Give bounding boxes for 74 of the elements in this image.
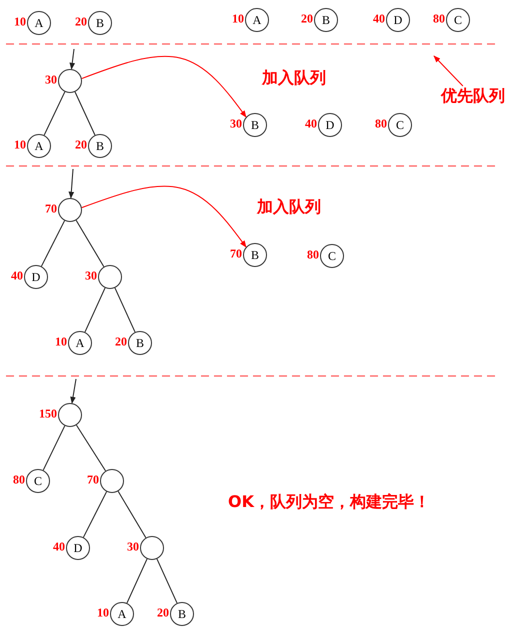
annotation-text: 优先队列 — [441, 86, 505, 107]
tree-node-circle: B — [314, 8, 338, 32]
tree-node-circle: B — [88, 11, 112, 35]
tree-branch-line — [126, 558, 148, 604]
tree-node-circle: A — [27, 134, 51, 158]
annotation-text: 加入队列 — [262, 68, 326, 89]
weight-label: 30 — [127, 540, 139, 554]
weight-label: 80 — [307, 248, 319, 262]
tree-node-circle: C — [320, 244, 344, 268]
tree-node-circle: B — [88, 134, 112, 158]
tree-node-circle: B — [128, 331, 152, 355]
weight-label: 10 — [14, 14, 26, 30]
curved-arrow — [81, 186, 247, 248]
weight-label: 40 — [53, 540, 65, 554]
tree-node-circle: B — [170, 602, 194, 626]
tree-node-circle: B — [243, 113, 267, 137]
weight-label: 30 — [45, 72, 57, 88]
weight-label: 10 — [97, 606, 109, 620]
tree-branch-line — [114, 287, 136, 333]
tree-node-circle: D — [318, 113, 342, 137]
tree-branch-line — [76, 220, 104, 268]
tree-branch-line — [74, 91, 96, 136]
annotation-text: OK，队列为空，构建完毕！ — [228, 492, 430, 513]
tree-node-circle: D — [66, 536, 90, 560]
tree-node-circle: A — [68, 331, 92, 355]
internal-node-circle — [140, 536, 164, 560]
internal-node-circle — [98, 265, 122, 289]
arrow — [68, 168, 74, 199]
weight-label: 20 — [115, 334, 127, 350]
weight-label: 30 — [230, 116, 242, 132]
weight-label: 20 — [301, 12, 313, 26]
tree-branch-line — [84, 287, 106, 333]
weight-label: 10 — [55, 334, 67, 350]
tree-node-circle: D — [24, 265, 48, 289]
tree-branch-line — [76, 424, 106, 472]
tree-node-circle: C — [446, 8, 470, 32]
arrow — [70, 48, 76, 70]
weight-label: 70 — [87, 472, 99, 488]
tree-node-circle: C — [26, 469, 50, 493]
weight-label: 10 — [232, 12, 244, 26]
internal-node-circle — [100, 469, 124, 493]
annotation-text: 加入队列 — [257, 197, 321, 218]
tree-node-circle: D — [386, 8, 410, 32]
weight-label: 80 — [13, 472, 25, 488]
internal-node-circle — [58, 198, 82, 222]
tree-branch-line — [82, 491, 108, 538]
weight-label: 40 — [305, 116, 317, 132]
weight-label: 20 — [75, 138, 87, 152]
weight-label: 70 — [45, 202, 57, 216]
weight-label: 10 — [14, 138, 26, 152]
internal-node-circle — [58, 403, 82, 427]
curved-arrow — [81, 56, 247, 118]
internal-node-circle — [58, 69, 82, 93]
tree-branch-line — [44, 91, 66, 136]
weight-label: 40 — [11, 268, 23, 284]
tree-branch-line — [42, 425, 66, 471]
tree-node-circle: A — [110, 602, 134, 626]
weight-label: 30 — [85, 268, 97, 284]
weight-label: 40 — [373, 12, 385, 26]
tree-node-circle: C — [388, 113, 412, 137]
weight-label: 20 — [157, 606, 169, 620]
tree-branch-line — [156, 558, 178, 604]
tree-branch-line — [40, 220, 66, 267]
weight-label: 80 — [375, 116, 387, 132]
arrow — [70, 378, 76, 404]
tree-node-circle: A — [245, 8, 269, 32]
weight-label: 20 — [75, 14, 87, 30]
weight-label: 150 — [39, 406, 57, 422]
curved-arrow — [434, 56, 464, 86]
weight-label: 70 — [230, 246, 242, 262]
weight-label: 80 — [433, 12, 445, 26]
tree-node-circle: B — [243, 243, 267, 267]
tree-branch-line — [118, 490, 146, 538]
tree-node-circle: A — [27, 11, 51, 35]
